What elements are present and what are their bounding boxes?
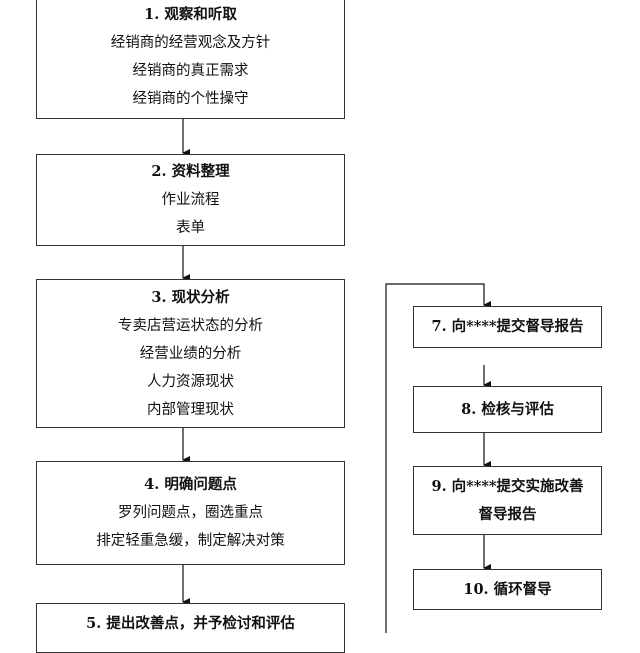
step-title: 9. 向****提交实施改善 bbox=[431, 477, 584, 495]
step-title: 5. 提出改善点，并予检讨和评估 bbox=[86, 615, 295, 632]
step-title: 8. 检核与评估 bbox=[461, 400, 554, 418]
step-line: 内部管理现状 bbox=[147, 401, 234, 418]
step-line: 经销商的经营观念及方针 bbox=[110, 34, 271, 51]
step-title: 10. 循环督导 bbox=[463, 580, 552, 598]
step-line: 罗列问题点，圈选重点 bbox=[118, 505, 263, 521]
step-line: 经销商的真正需求 bbox=[132, 62, 249, 79]
step-1-box: 1. 观察和听取 经销商的经营观念及方针 经销商的真正需求 经销商的个性操守 bbox=[36, 0, 345, 119]
step-title-line2: 督导报告 bbox=[478, 505, 537, 523]
loop-connector bbox=[385, 283, 491, 633]
step-4-box: 4. 明确问题点 罗列问题点，圈选重点 排定轻重急缓，制定解决对策 bbox=[36, 461, 345, 565]
step-5-box: 5. 提出改善点，并予检讨和评估 bbox=[36, 603, 345, 653]
step-title: 4. 明确问题点 bbox=[144, 476, 237, 493]
step-9-box: 9. 向****提交实施改善 督导报告 bbox=[413, 466, 602, 535]
step-8-box: 8. 检核与评估 bbox=[413, 386, 602, 433]
connectors bbox=[182, 118, 491, 633]
step-7-box: 7. 向****提交督导报告 bbox=[413, 306, 602, 348]
step-10-box: 10. 循环督导 bbox=[413, 569, 602, 610]
step-title: 2. 资料整理 bbox=[151, 163, 230, 180]
step-line: 经营业绩的分析 bbox=[139, 345, 242, 362]
step-2-box: 2. 资料整理 作业流程 表单 bbox=[36, 154, 345, 246]
step-line: 作业流程 bbox=[161, 192, 220, 208]
step-title: 1. 观察和听取 bbox=[144, 5, 237, 23]
step-line: 专卖店营运状态的分析 bbox=[118, 317, 263, 334]
step-line: 表单 bbox=[176, 220, 205, 236]
step-line: 经销商的个性操守 bbox=[132, 90, 249, 107]
step-title: 7. 向****提交督导报告 bbox=[431, 318, 584, 335]
step-3-box: 3. 现状分析 专卖店营运状态的分析 经营业绩的分析 人力资源现状 内部管理现状 bbox=[36, 279, 345, 428]
step-line: 人力资源现状 bbox=[147, 373, 234, 390]
step-title: 3. 现状分析 bbox=[151, 288, 230, 306]
step-line: 排定轻重急缓，制定解决对策 bbox=[96, 533, 285, 549]
